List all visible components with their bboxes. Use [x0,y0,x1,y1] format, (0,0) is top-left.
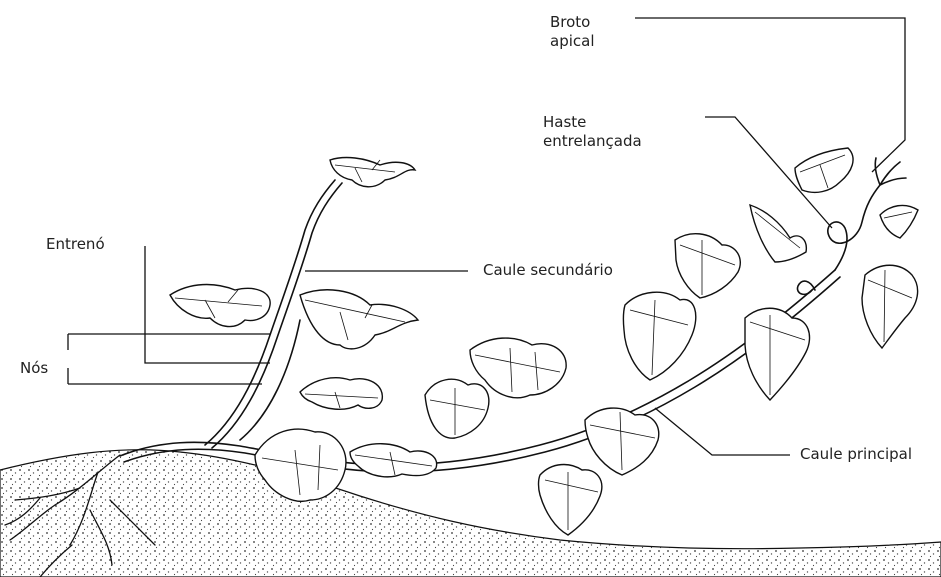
label-nos: Nós [20,359,48,378]
leader-broto [635,18,905,172]
leader-caule-principal [655,408,790,455]
label-entreno: Entrenó [46,235,105,254]
label-broto-apical: Broto apical [550,13,595,51]
label-caule-principal: Caule principal [800,445,912,464]
label-haste-entrelancada: Haste entrelançada [543,113,642,151]
soil [0,450,941,577]
label-caule-secundario: Caule secundário [483,261,613,280]
leaves [170,148,918,535]
